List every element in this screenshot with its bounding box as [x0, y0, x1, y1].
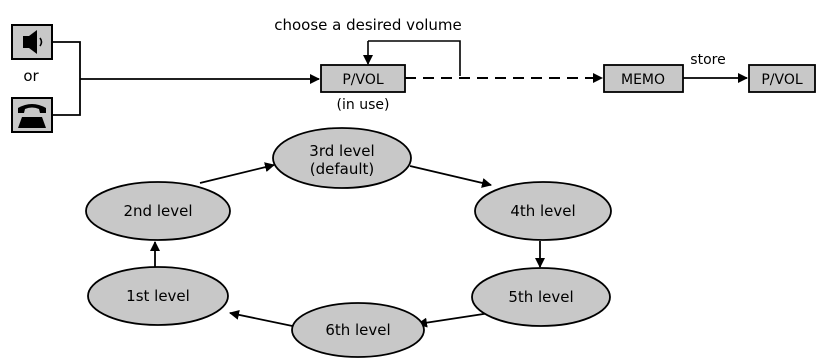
level-5th-label: 5th level: [508, 288, 573, 306]
input-bracket: [52, 41, 81, 116]
choose-label: choose a desired volume: [274, 16, 462, 34]
speaker-icon: [11, 24, 53, 60]
level-1st-node: 1st level: [87, 266, 229, 326]
arrow-3rd-to-4th: [409, 165, 492, 188]
arrow-2nd-to-3rd: [199, 162, 275, 184]
level-1st-label: 1st level: [126, 287, 190, 305]
pvol-final-box: [748, 64, 816, 93]
in-use-label: (in use): [337, 97, 390, 113]
level-3rd-default-label: (default): [310, 160, 374, 178]
handset-icon: [11, 97, 53, 133]
or-label: or: [23, 67, 39, 85]
arrow-6th-to-1st: [229, 309, 303, 329]
level-6th-label: 6th level: [325, 321, 390, 339]
level-2nd-label: 2nd level: [123, 202, 192, 220]
memo-label: MEMO: [621, 72, 665, 88]
pvol-final-label: P/VOL: [761, 72, 803, 88]
choose-loop: [363, 40, 461, 76]
level-3rd-node: 3rd level (default): [272, 127, 412, 189]
level-2nd-node: 2nd level: [85, 181, 231, 241]
arrow-5th-to-6th: [417, 312, 491, 328]
pvol-in-use-box: [320, 64, 406, 93]
level-4th-node: 4th level: [474, 181, 612, 241]
store-label: store: [690, 52, 725, 68]
level-5th-node: 5th level: [471, 267, 611, 327]
pvol-in-use-label: P/VOL: [342, 72, 384, 88]
level-6th-node: 6th level: [291, 302, 425, 358]
level-4th-label: 4th level: [510, 202, 575, 220]
level-3rd-label: 3rd level: [309, 142, 374, 160]
cycle-arrows: [150, 162, 545, 329]
